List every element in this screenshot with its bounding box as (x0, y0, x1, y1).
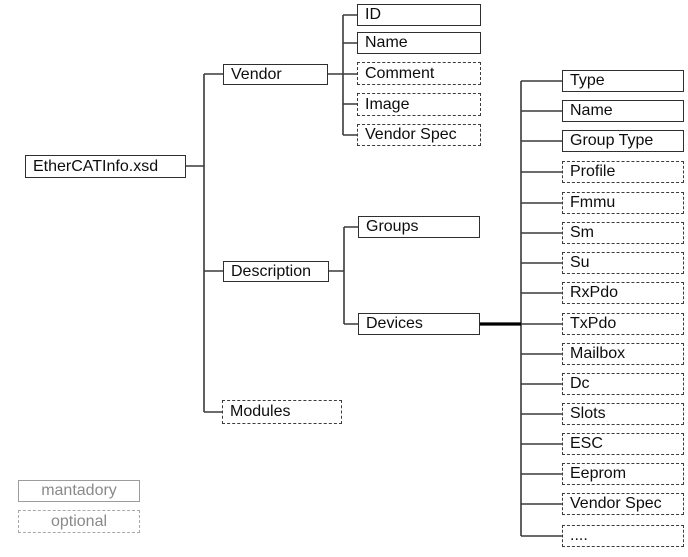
node-description: Description (223, 261, 329, 282)
node-device-group-type: Group Type (562, 130, 684, 152)
node-device-ellipsis: .... (562, 525, 684, 547)
node-device-vendor-spec: Vendor Spec (562, 493, 684, 515)
connector-devices-subtree (520, 80, 562, 537)
node-vendor-comment: Comment (357, 62, 481, 85)
node-device-type: Type (562, 70, 684, 92)
node-vendor-spec: Vendor Spec (357, 124, 481, 146)
node-device-sm: Sm (562, 222, 684, 244)
node-vendor-id: ID (357, 4, 481, 26)
connector-description-subtree (329, 226, 358, 325)
node-device-slots: Slots (562, 403, 684, 425)
node-device-mailbox: Mailbox (562, 343, 684, 365)
node-modules: Modules (222, 400, 342, 424)
node-device-su: Su (562, 252, 684, 274)
node-device-esc: ESC (562, 433, 684, 455)
node-device-fmmu: Fmmu (562, 192, 684, 214)
node-device-name: Name (562, 100, 684, 122)
node-groups: Groups (358, 216, 480, 238)
legend-optional-box: optional (18, 510, 140, 533)
node-devices: Devices (358, 313, 480, 335)
connector-vendor-subtree (328, 14, 357, 136)
node-device-eeprom: Eeprom (562, 463, 684, 485)
node-vendor-image: Image (357, 93, 481, 116)
node-device-dc: Dc (562, 373, 684, 395)
node-device-profile: Profile (562, 161, 684, 183)
legend-mandatory-box: mantadory (18, 480, 140, 502)
node-vendor: Vendor (223, 64, 328, 85)
node-device-txpdo: TxPdo (562, 313, 684, 335)
node-ethercatinfo-xsd: EtherCATInfo.xsd (25, 155, 186, 178)
node-vendor-name: Name (357, 32, 481, 54)
node-device-rxpdo: RxPdo (562, 282, 684, 304)
connector-root-trunk (186, 73, 223, 413)
